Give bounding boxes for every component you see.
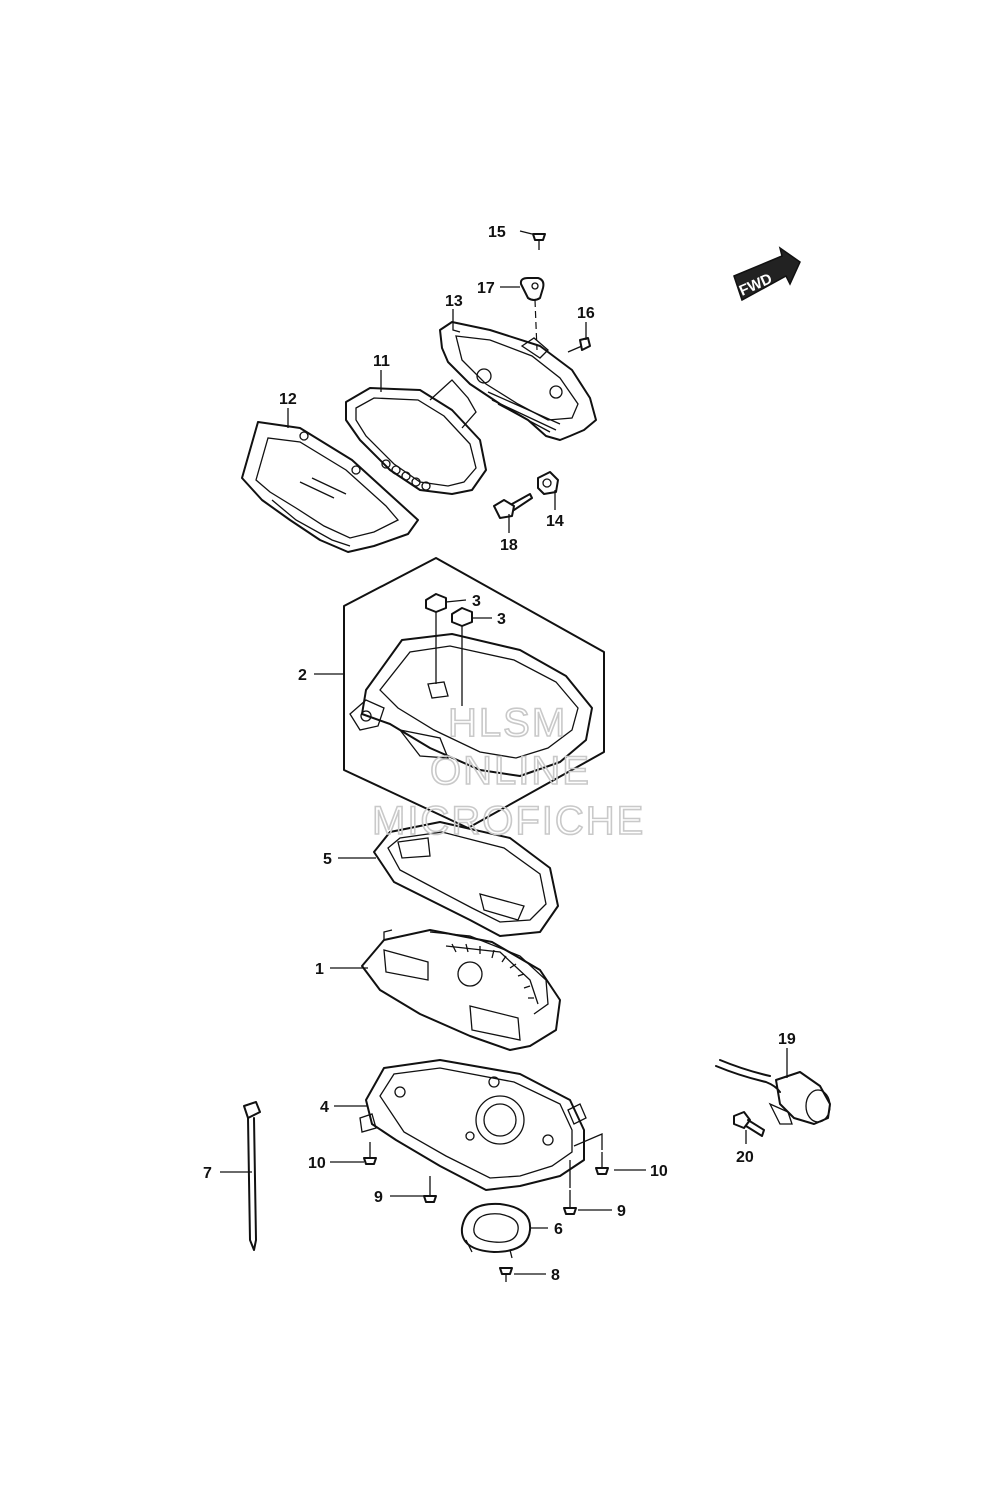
assembly-line-9-10-right — [569, 1133, 603, 1188]
lower-case-4 — [359, 1059, 587, 1191]
callouts: 15 17 13 16 11 12 14 18 3 3 2 5 1 4 10 1… — [203, 224, 796, 1284]
callout-15: 15 — [488, 224, 506, 241]
callout-20: 20 — [736, 1149, 754, 1166]
cable-tie-7 — [243, 1101, 261, 1251]
callout-10a: 10 — [308, 1155, 326, 1172]
callout-9a: 9 — [374, 1189, 383, 1206]
ring-6 — [460, 1202, 532, 1259]
callout-7: 7 — [203, 1165, 212, 1182]
callout-19: 19 — [778, 1031, 796, 1048]
callout-3a: 3 — [472, 593, 481, 610]
screw-10-right — [595, 1152, 609, 1175]
callout-14: 14 — [546, 513, 564, 530]
screw-16 — [567, 337, 591, 353]
callout-11: 11 — [373, 353, 390, 370]
callout-4: 4 — [320, 1099, 329, 1116]
callout-17: 17 — [477, 280, 495, 297]
screw-9-right — [563, 1190, 577, 1215]
watermark-line-2: ONLINE — [430, 749, 591, 793]
watermark-line-3: MICROFICHE — [372, 799, 645, 843]
fwd-arrow: FWD — [733, 246, 801, 302]
callout-3b: 3 — [497, 611, 506, 628]
leader-lines — [220, 230, 788, 1275]
grommet-14 — [537, 471, 559, 495]
callout-18: 18 — [500, 537, 518, 554]
assembly-box-2 — [343, 557, 605, 829]
screw-9-left — [423, 1176, 437, 1203]
gasket-5 — [373, 821, 559, 937]
screw-8 — [499, 1267, 513, 1282]
cushion-3b — [451, 607, 473, 627]
callout-6: 6 — [554, 1221, 563, 1238]
bracket-13 — [439, 321, 597, 441]
callout-9b: 9 — [617, 1203, 626, 1220]
callout-2: 2 — [298, 667, 307, 684]
callout-8: 8 — [551, 1267, 560, 1284]
watermark-line-1: HLSM — [448, 701, 567, 745]
meter-1 — [361, 929, 561, 1051]
callout-1: 1 — [315, 961, 324, 978]
cushion-3a — [425, 593, 447, 613]
sensor-19 — [715, 1059, 831, 1125]
lens-11 — [345, 379, 487, 495]
bolt-20 — [733, 1111, 765, 1137]
assembly-line-17 — [534, 299, 538, 351]
screw-15 — [532, 233, 546, 250]
watermark: HLSM ONLINE MICROFICHE — [371, 700, 645, 844]
callout-5: 5 — [323, 851, 332, 868]
callout-10b: 10 — [650, 1163, 668, 1180]
bolt-18 — [493, 493, 533, 519]
cover-12 — [241, 421, 419, 553]
callout-16: 16 — [577, 305, 595, 322]
clip-17 — [519, 277, 545, 301]
callout-12: 12 — [279, 391, 297, 408]
screw-10-left — [363, 1142, 377, 1165]
meter-case-2 — [349, 633, 593, 777]
callout-13: 13 — [445, 293, 463, 310]
